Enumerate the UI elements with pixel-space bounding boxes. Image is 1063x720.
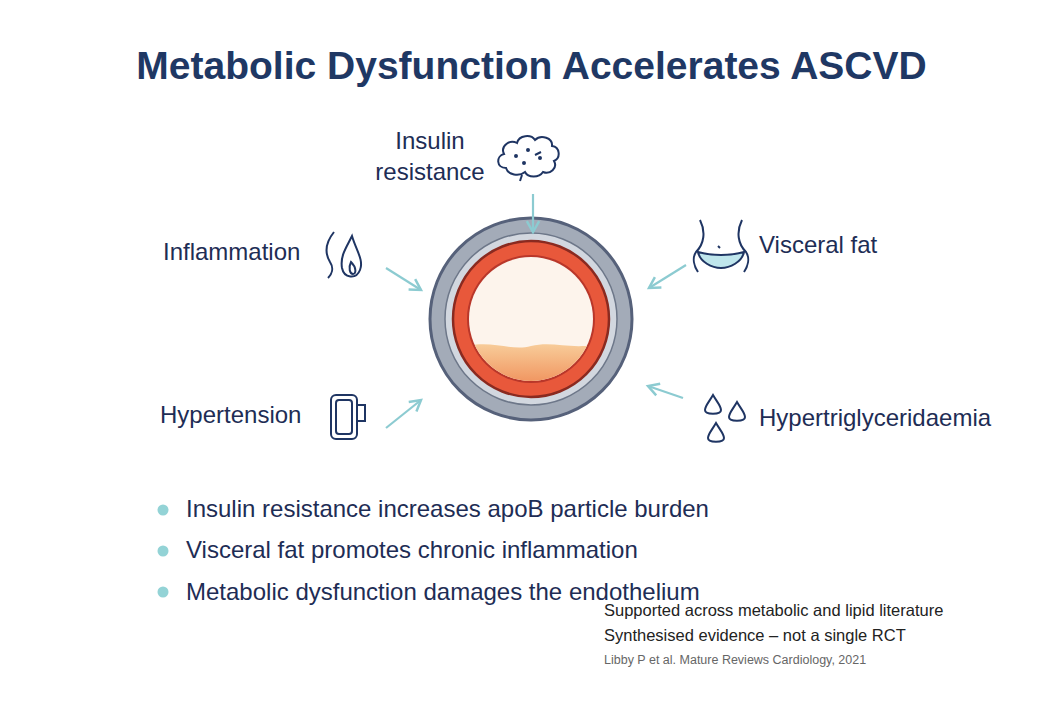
brain-icon (498, 136, 558, 181)
flame-icon (327, 232, 362, 278)
droplets-icon (705, 395, 745, 442)
diagram-title: Metabolic Dysfunction Accelerates ASCVD (0, 43, 1063, 90)
bullet-dots (158, 505, 169, 598)
bullet-text: Visceral fat promotes chronic inflammati… (186, 536, 946, 565)
citation: Libby P et al. Mature Reviews Cardiology… (604, 653, 1054, 668)
artery-cross-section (430, 218, 632, 420)
evidence-note: Supported across metabolic and lipid lit… (604, 601, 1054, 621)
factor-label: Visceral fat (759, 231, 959, 260)
factor-label: Insulin resistance (360, 125, 500, 187)
bullet-text: Insulin resistance increases apoB partic… (186, 495, 946, 524)
factor-label: Inflammation (163, 238, 333, 267)
waist-icon (694, 220, 748, 272)
factor-label: Hypertension (160, 401, 330, 430)
evidence-note: Synthesised evidence – not a single RCT (604, 626, 1054, 646)
cuff-icon (331, 395, 365, 439)
factor-label: Hypertriglyceridaemia (759, 404, 1059, 433)
influence-arrows (386, 194, 686, 428)
